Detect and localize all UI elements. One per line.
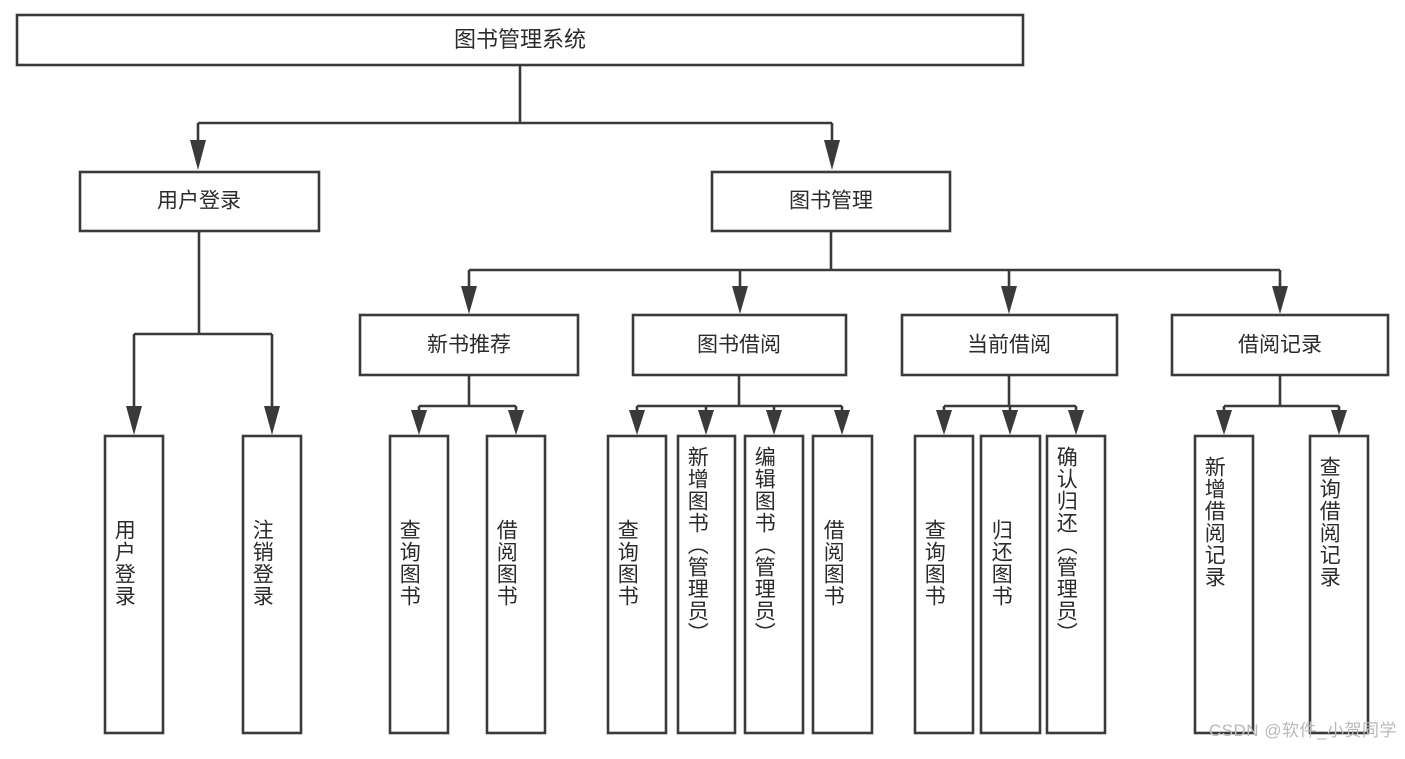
connector-borrowrecord-to-leaves: [1216, 375, 1347, 435]
node-leaf-query-book-1[interactable]: [388, 434, 450, 735]
node-user-login[interactable]: 用户登录: [78, 170, 321, 233]
node-leaf-return-book[interactable]: [979, 434, 1042, 735]
connector-bookborrow-to-leaves: [629, 375, 850, 435]
node-current-borrow-label: 当前借阅: [967, 334, 1051, 357]
node-new-book-recommend-label: 新书推荐: [427, 334, 511, 357]
node-book-manage[interactable]: 图书管理: [710, 170, 952, 233]
node-borrow-record[interactable]: 借阅记录: [1170, 313, 1390, 377]
node-current-borrow[interactable]: 当前借阅: [900, 313, 1119, 377]
connector-currentborrow-to-leaves: [936, 375, 1084, 435]
node-new-book-recommend[interactable]: 新书推荐: [358, 313, 580, 377]
node-leaf-confirm-return[interactable]: [1045, 434, 1107, 735]
node-leaf-user-login[interactable]: [103, 434, 165, 735]
node-root-label: 图书管理系统: [454, 27, 586, 52]
node-leaf-borrow-book-2[interactable]: [811, 434, 874, 735]
node-book-borrow[interactable]: 图书借阅: [631, 313, 848, 377]
node-leaf-edit-book[interactable]: [743, 434, 805, 735]
node-leaf-query-record[interactable]: [1308, 434, 1370, 735]
node-leaf-borrow-book-1[interactable]: [485, 434, 547, 735]
connector-userlogin-to-leaves: [126, 231, 280, 435]
node-leaf-query-book-3[interactable]: [913, 434, 975, 735]
node-book-manage-label: 图书管理: [789, 190, 873, 213]
node-leaf-logout[interactable]: [241, 434, 303, 735]
node-borrow-record-label: 借阅记录: [1238, 334, 1322, 357]
node-root[interactable]: 图书管理系统: [15, 13, 1025, 67]
connector-root-to-level2: [190, 65, 840, 170]
node-user-login-label: 用户登录: [157, 190, 241, 213]
connector-newbook-to-leaves: [411, 375, 524, 435]
node-leaf-add-record[interactable]: [1193, 434, 1255, 735]
node-book-borrow-label: 图书借阅: [697, 334, 781, 357]
node-leaf-query-book-2[interactable]: [606, 434, 668, 735]
node-leaf-add-book[interactable]: [676, 434, 737, 735]
csdn-watermark: CSDN @软件_小贺同学: [1208, 721, 1397, 740]
connector-bookmanage-to-level3: [461, 231, 1288, 314]
